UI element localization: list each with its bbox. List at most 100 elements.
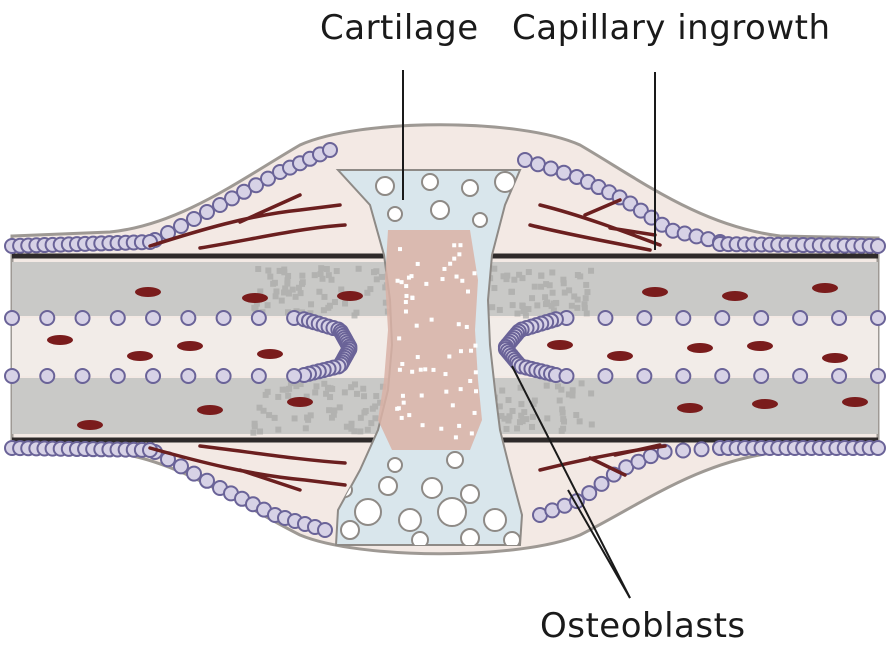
stipple-dot: [589, 421, 595, 427]
osteoblast: [595, 477, 609, 491]
osteoblast: [715, 369, 729, 383]
matrix-dot: [416, 355, 420, 359]
stipple-dot: [499, 388, 505, 394]
osteoblast: [40, 311, 54, 325]
bone-cell: [287, 397, 313, 407]
stipple-dot: [553, 300, 559, 306]
stipple-dot: [584, 310, 590, 316]
osteoblast: [832, 311, 846, 325]
bone-cell: [547, 340, 573, 350]
stipple-dot: [489, 304, 495, 310]
stipple-dot: [338, 286, 344, 292]
bone-cell: [822, 353, 848, 363]
stipple-dot: [529, 424, 535, 430]
stipple-dot: [312, 389, 318, 395]
matrix-dot: [401, 394, 405, 398]
chondrocyte: [431, 201, 449, 219]
osteoblast: [111, 369, 125, 383]
stipple-dot: [292, 415, 298, 421]
bone-cell: [257, 349, 283, 359]
osteoblast: [544, 161, 558, 175]
osteoblast: [518, 153, 532, 167]
stipple-dot: [324, 266, 330, 272]
stipple-dot: [361, 393, 367, 399]
osteoblast: [76, 369, 90, 383]
stipple-dot: [277, 268, 283, 274]
stipple-dot: [518, 401, 524, 407]
osteoblast: [715, 311, 729, 325]
osteoblast: [40, 369, 54, 383]
matrix-dot: [407, 413, 411, 417]
stipple-dot: [491, 266, 497, 272]
stipple-dot: [360, 386, 366, 392]
matrix-dot: [397, 336, 401, 340]
matrix-dot: [431, 368, 435, 372]
bone-cell: [47, 335, 73, 345]
matrix-dot: [457, 322, 461, 326]
stipple-dot: [583, 282, 589, 288]
bone-cell: [607, 351, 633, 361]
stipple-dot: [270, 281, 276, 287]
osteoblast: [582, 486, 596, 500]
stipple-dot: [358, 415, 364, 421]
matrix-dot: [454, 435, 458, 439]
matrix-dot: [421, 423, 425, 427]
matrix-dot: [419, 368, 423, 372]
osteoblast: [187, 212, 201, 226]
osteoblast: [871, 311, 885, 325]
chondrocyte: [379, 477, 397, 495]
osteoblast: [644, 449, 658, 463]
stipple-dot: [555, 383, 561, 389]
matrix-dot: [400, 362, 404, 366]
stipple-dot: [265, 302, 271, 308]
chondrocyte: [462, 180, 478, 196]
stipple-dot: [379, 274, 385, 280]
bone-cell: [687, 343, 713, 353]
stipple-dot: [318, 265, 324, 271]
stipple-dot: [275, 427, 281, 433]
stipple-dot: [370, 406, 376, 412]
osteoblast: [287, 369, 301, 383]
stipple-dot: [506, 397, 512, 403]
stipple-dot: [530, 414, 536, 420]
stipple-dot: [520, 303, 526, 309]
stipple-dot: [351, 428, 357, 434]
stipple-dot: [326, 272, 332, 278]
stipple-dot: [510, 302, 516, 308]
matrix-dot: [452, 257, 456, 261]
matrix-dot: [423, 367, 427, 371]
stipple-dot: [514, 311, 520, 317]
osteoblast: [146, 311, 160, 325]
stipple-dot: [514, 425, 520, 431]
matrix-dot: [410, 370, 414, 374]
matrix-dot: [430, 318, 434, 322]
stipple-dot: [560, 416, 566, 422]
matrix-dot: [400, 280, 404, 284]
chondrocyte: [341, 521, 359, 539]
matrix-dot: [459, 387, 463, 391]
stipple-dot: [354, 391, 360, 397]
matrix-dot: [410, 274, 414, 278]
bone-cell: [722, 291, 748, 301]
bone-cell: [177, 341, 203, 351]
osteoblast: [531, 157, 545, 171]
stipple-dot: [303, 425, 309, 431]
bone-cell: [77, 420, 103, 430]
chondrocyte: [438, 498, 466, 526]
osteoblast: [5, 369, 19, 383]
osteoblast: [793, 311, 807, 325]
stipple-dot: [508, 289, 514, 295]
stipple-dot: [562, 290, 568, 296]
stipple-dot: [544, 415, 550, 421]
stipple-dot: [284, 277, 290, 283]
stipple-dot: [544, 383, 550, 389]
stipple-dot: [334, 268, 340, 274]
matrix-dot: [460, 279, 464, 283]
stipple-dot: [313, 383, 319, 389]
matrix-dot: [474, 389, 478, 393]
stipple-dot: [321, 381, 327, 387]
stipple-dot: [569, 303, 575, 309]
stipple-dot: [364, 290, 370, 296]
stipple-dot: [321, 294, 327, 300]
